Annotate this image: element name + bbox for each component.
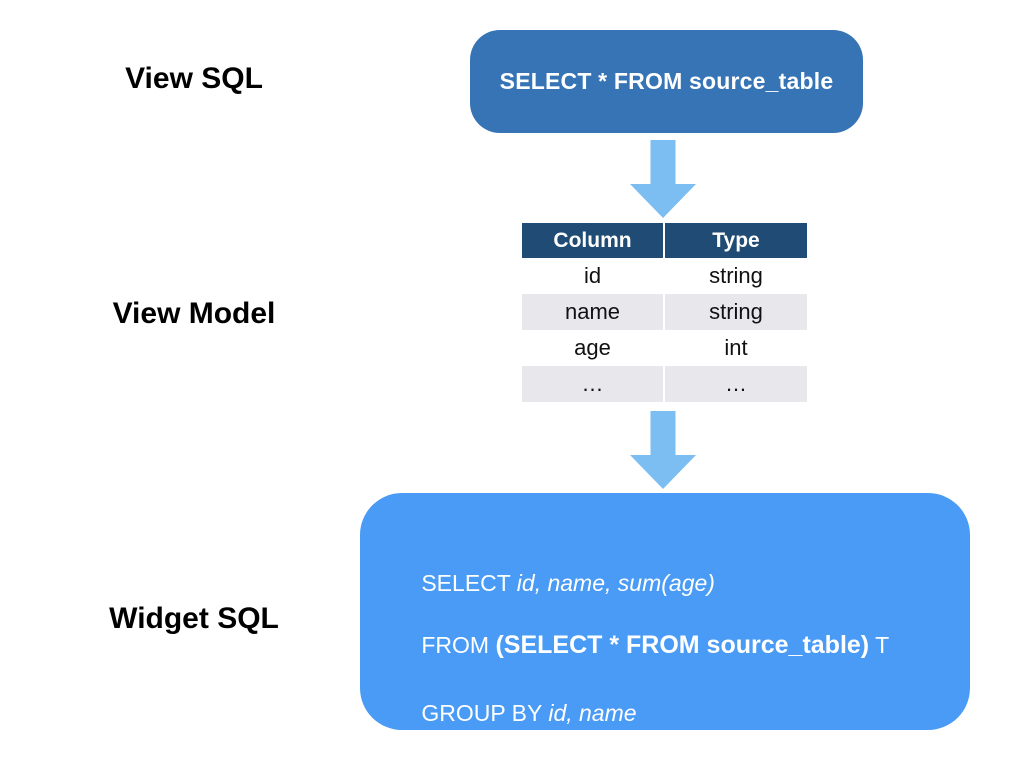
down-arrow-icon: [630, 411, 696, 489]
table-cell: age: [522, 330, 663, 366]
view-sql-box: SELECT * FROM source_table: [470, 30, 863, 133]
view-sql-box-text: SELECT * FROM source_table: [499, 68, 834, 94]
table-cell: string: [665, 294, 807, 330]
table-header-column: Column: [522, 223, 663, 258]
table-cell: …: [522, 366, 663, 402]
sql-field-list: id, name, sum(age): [516, 570, 715, 596]
widget-sql-box: SELECT id, name, sum(age) FROM (SELECT *…: [360, 493, 970, 730]
table-row: age int: [522, 330, 807, 366]
widget-sql-label: Widget SQL: [109, 602, 279, 635]
view-sql-label: View SQL: [125, 62, 263, 95]
table-row: … …: [522, 366, 807, 402]
table-header-row: Column Type: [522, 223, 807, 258]
sql-keyword: FROM: [421, 632, 496, 658]
widget-sql-line-from: FROM (SELECT * FROM source_table) T: [383, 604, 889, 687]
table-cell: int: [665, 330, 807, 366]
sql-keyword: GROUP BY: [421, 700, 549, 726]
table-cell: id: [522, 258, 663, 294]
table-row: name string: [522, 294, 807, 330]
sql-keyword: SELECT: [421, 570, 517, 596]
sql-alias: T: [869, 632, 890, 658]
sql-field-list: id, name: [548, 700, 637, 726]
table-row: id string: [522, 258, 807, 294]
view-model-label: View Model: [112, 297, 276, 330]
widget-sql-line-groupby: GROUP BY id, name: [383, 673, 637, 754]
view-model-table: Column Type id string name string age in…: [522, 223, 807, 402]
sql-subquery: (SELECT * FROM source_table): [495, 631, 870, 659]
table-cell: string: [665, 258, 807, 294]
table-cell: …: [665, 366, 807, 402]
table-cell: name: [522, 294, 663, 330]
down-arrow-icon: [630, 140, 696, 218]
table-header-type: Type: [665, 223, 807, 258]
widget-sql-line-select: SELECT id, name, sum(age): [383, 543, 715, 624]
